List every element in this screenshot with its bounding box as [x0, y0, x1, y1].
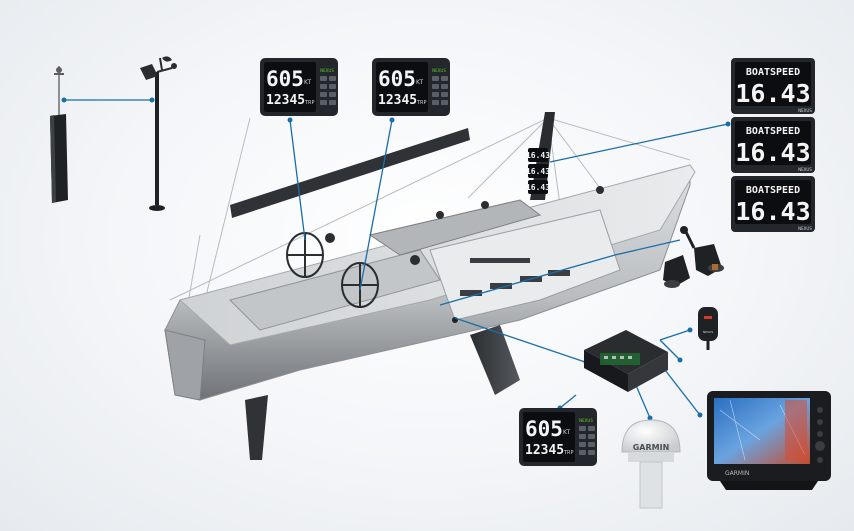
display-buttons[interactable] [432, 76, 448, 105]
hull-transducer-point [452, 317, 458, 323]
display-mode-label: NEXUS [432, 68, 446, 73]
mast-display-3: BOATSPEED 16.43 NEXUS [731, 176, 815, 232]
display-bottom-value: 12345 [525, 443, 564, 458]
mast-display-value: 16.43 [735, 197, 810, 226]
chartplotter-buttons[interactable] [815, 407, 825, 463]
sailboat-illustration: 16.43 16.43 16.43 [164, 112, 696, 460]
display-top-value: 605 [525, 417, 563, 441]
mast-display-title: BOATSPEED [746, 67, 800, 78]
gps-brand-label: GARMIN [633, 443, 670, 452]
mast-display-value: 16.43 [735, 138, 810, 167]
wind-transducer-icon [140, 56, 177, 211]
mast-display-title: BOATSPEED [746, 126, 800, 137]
mast-display-2: BOATSPEED 16.43 NEXUS [731, 117, 815, 173]
display-buttons[interactable] [320, 76, 336, 105]
keel [470, 325, 520, 395]
display-screen [264, 62, 316, 112]
winches [325, 186, 604, 265]
chartplotter-brand: GARMIN [725, 470, 749, 477]
cockpit [229, 249, 441, 331]
display-top-unit: KT [304, 79, 311, 86]
mast-display-1: BOATSPEED 16.43 NEXUS [731, 58, 815, 114]
display-mode-label: NEXUS [320, 68, 334, 73]
instrument-display-2: 605 KT 12345 TRP NEXUS [372, 58, 450, 116]
mast-sensor-post-icon [50, 66, 68, 203]
mast-display-brand: NEXUS [798, 226, 812, 231]
display-bottom-unit: TRP [304, 100, 315, 106]
display-bottom-value: 12345 [266, 93, 305, 108]
connector-lines [64, 99, 729, 419]
display-bottom-value: 12345 [378, 93, 417, 108]
display-bottom-unit: TRP [416, 100, 427, 106]
instrument-display-3: 605 KT 12345 TRP NEXUS [519, 408, 597, 466]
display-buttons[interactable] [579, 426, 595, 455]
chartplotter-icon: GARMIN [707, 391, 831, 490]
transom [164, 329, 206, 401]
boom [230, 128, 470, 218]
rudder [245, 395, 268, 460]
display-mode-label: NEXUS [579, 418, 593, 423]
nmea-server-box-icon [584, 330, 668, 392]
mast-display-title: BOATSPEED [746, 185, 800, 196]
instrument-display-1: 605 KT 12345 TRP NEXUS [260, 58, 338, 116]
display-top-unit: KT [416, 79, 423, 86]
mast-display-brand: NEXUS [798, 108, 812, 113]
gps-antenna-icon: GARMIN [621, 419, 681, 509]
helm-wheels [286, 232, 379, 308]
display-top-value: 605 [378, 67, 416, 91]
svg-text:NEXUS: NEXUS [703, 330, 713, 334]
svg-text:16.43: 16.43 [526, 167, 550, 176]
display-top-unit: KT [563, 429, 570, 436]
fluxgate-compass-icon: NEXUS [698, 307, 718, 350]
mast-display-value: 16.43 [735, 79, 810, 108]
cabin-top [368, 199, 542, 256]
display-top-value: 605 [266, 67, 304, 91]
mast-display-brand: NEXUS [798, 167, 812, 172]
connector-dots [61, 97, 731, 421]
svg-text:16.43: 16.43 [526, 183, 550, 192]
depth-transducer-icon [694, 244, 724, 276]
display-bottom-unit: TRP [563, 450, 574, 456]
speed-transducer-icon [663, 226, 696, 288]
mast-displays: 16.43 16.43 16.43 [526, 148, 550, 194]
svg-text:16.43: 16.43 [526, 151, 550, 160]
